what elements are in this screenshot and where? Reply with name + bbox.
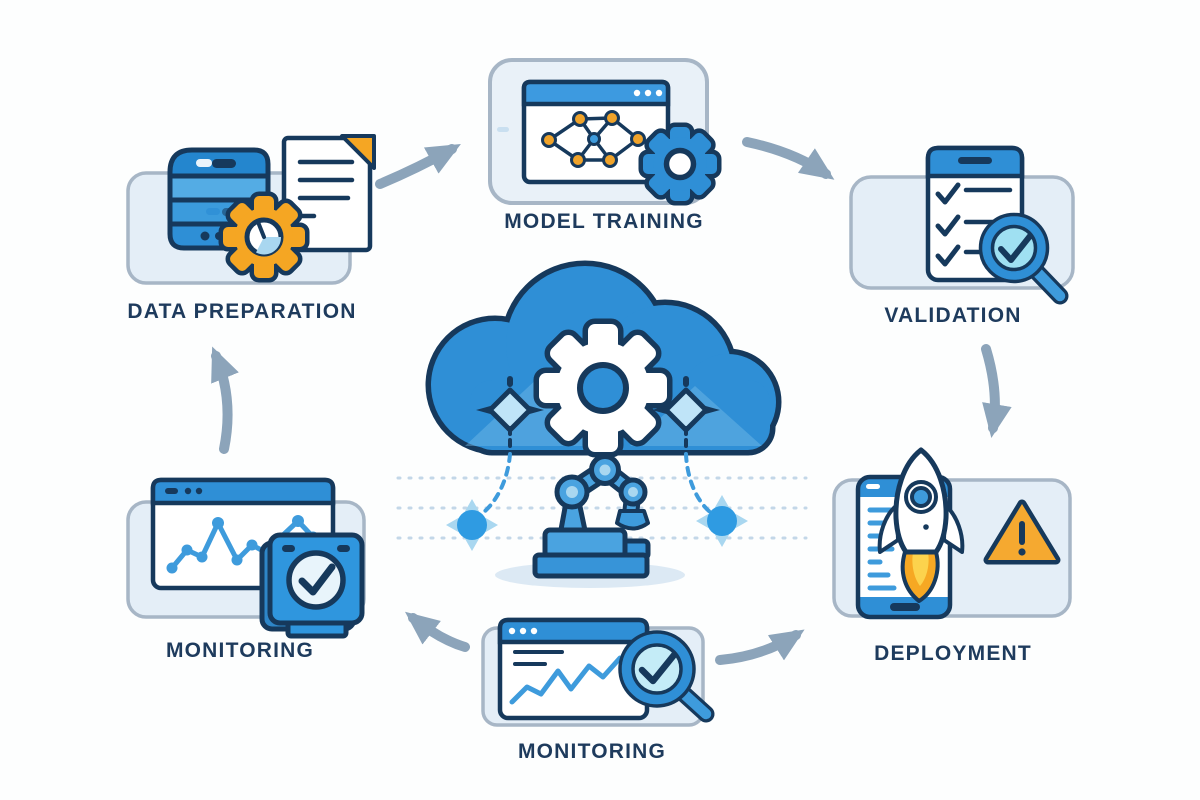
label-monitoring-bottom: MONITORING (517, 740, 667, 763)
label-monitoring-left: MONITORING (165, 639, 315, 662)
arrow-training-to-validation (742, 137, 835, 180)
arrow-monitoring-to-monitoring-left (404, 611, 470, 652)
node-icon (446, 495, 748, 551)
magnifier-check-icon (978, 212, 1069, 305)
dashed-connector (478, 426, 712, 517)
flow-arrows (211, 137, 1012, 665)
label-model-training: MODEL TRAINING (504, 210, 704, 233)
line-chart-icon (509, 655, 636, 705)
arrow-monitoring-to-deployment (715, 629, 805, 665)
gear-icon (638, 122, 722, 206)
tablet-camera-dash (497, 127, 509, 132)
rocket-icon (877, 447, 965, 603)
label-deployment: DEPLOYMENT (874, 642, 1032, 665)
check-badge-icon (259, 532, 365, 639)
gear-icon (218, 191, 310, 283)
diamond-node-icon (476, 376, 720, 433)
label-validation: VALIDATION (884, 304, 1022, 327)
robot-arm-icon (495, 454, 685, 588)
neural-network-icon (541, 110, 646, 168)
arrow-dataprep-to-training (375, 144, 461, 189)
arrow-validation-to-deployment (981, 344, 1012, 439)
label-data-preparation: DATA PREPARATION (127, 300, 357, 323)
warning-triangle-icon (983, 499, 1061, 565)
arrow-monitoring-left-to-dataprep (211, 346, 239, 454)
cloud-gear-icon (533, 318, 673, 458)
document-icon (281, 134, 376, 253)
magnifier-check-icon (618, 630, 715, 723)
